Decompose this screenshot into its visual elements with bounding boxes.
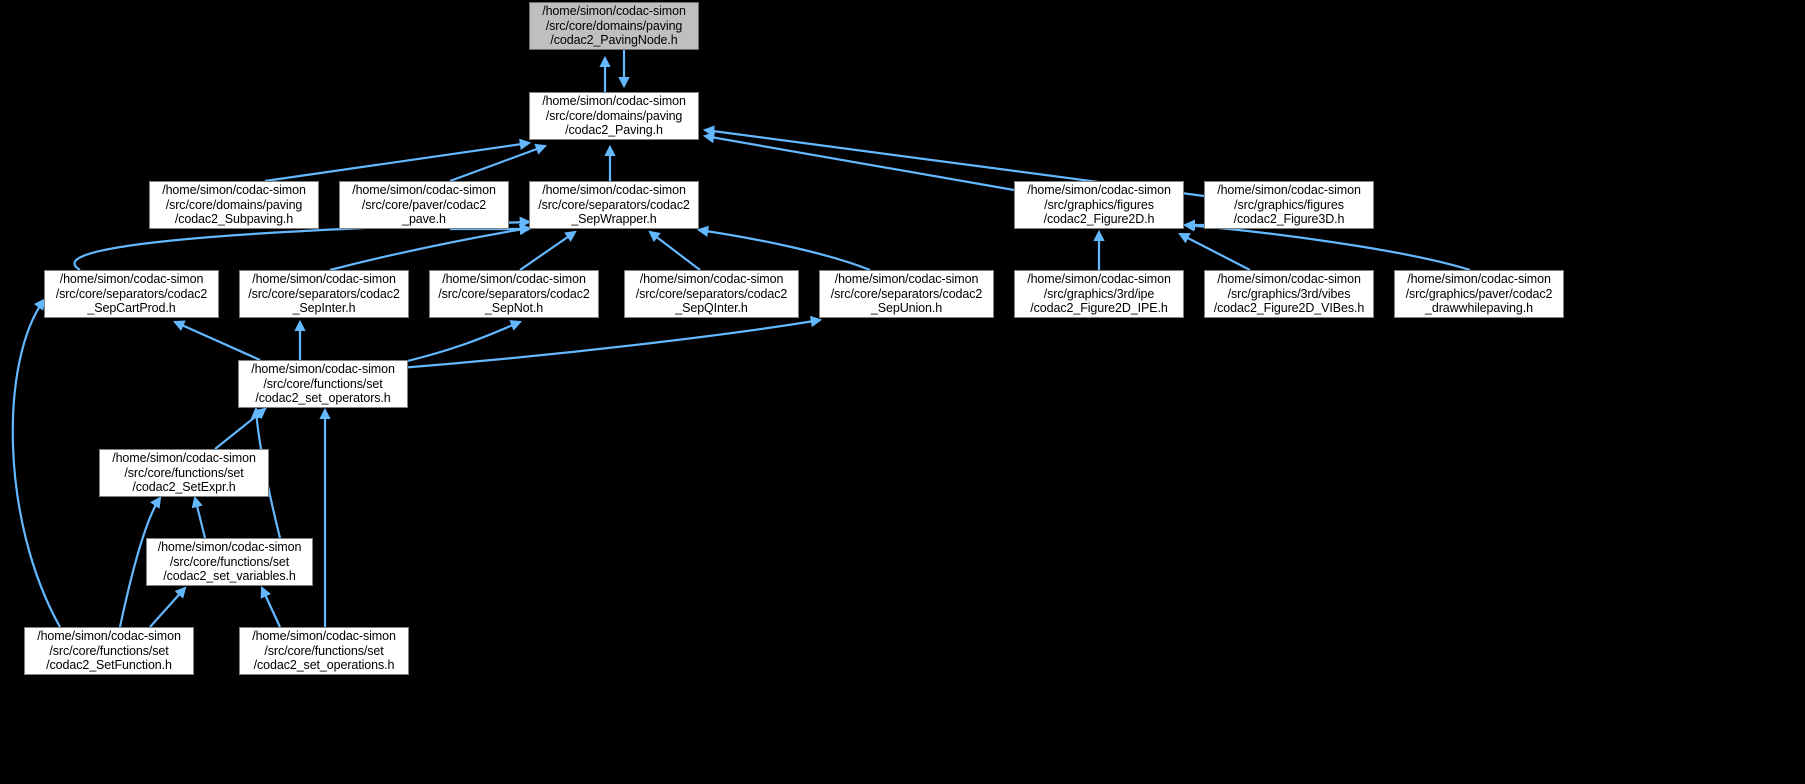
node-label-line: /home/simon/codac-simon xyxy=(639,272,784,287)
node-label-line: /src/core/separators/codac2 xyxy=(438,286,590,301)
node-label-line: _SepUnion.h xyxy=(870,301,943,316)
node-label-line: /home/simon/codac-simon xyxy=(1027,272,1171,287)
node-label-line: /home/simon/codac-simon xyxy=(442,272,586,287)
node-label-line: _SepQInter.h xyxy=(675,301,748,316)
node-label-line: /src/graphics/3rd/ipe xyxy=(1043,286,1155,301)
node-label-line: /home/simon/codac-simon xyxy=(542,4,686,19)
edge-sepcartprod-to-sepwrapper xyxy=(73,216,532,271)
node-label-line: /codac2_Figure2D_VIBes.h xyxy=(1213,301,1365,316)
graph-node-sep_qinter[interactable]: /home/simon/codac-simon/src/core/separat… xyxy=(624,270,799,318)
node-label-line: /src/core/domains/paving xyxy=(165,197,303,212)
edge-setvariables-to-setexpr xyxy=(191,495,207,539)
graph-node-sep_inter[interactable]: /home/simon/codac-simon/src/core/separat… xyxy=(239,270,409,318)
node-label-line: /home/simon/codac-simon xyxy=(352,183,496,198)
edge-setfunction-to-sepcartprod xyxy=(11,298,61,628)
edge-setoperations-to-setvariables xyxy=(260,586,281,628)
node-label-line: _drawwhilepaving.h xyxy=(1425,301,1533,316)
node-label-line: /src/graphics/figures xyxy=(1234,197,1344,212)
graph-node-figure2d_ipe[interactable]: /home/simon/codac-simon/src/graphics/3rd… xyxy=(1014,270,1184,318)
node-label-line: /src/core/separators/codac2 xyxy=(248,286,400,301)
edge-setexpr-to-setoperators xyxy=(214,407,267,450)
node-label-line: /home/simon/codac-simon xyxy=(251,362,395,377)
node-label-line: /src/core/separators/codac2 xyxy=(635,286,788,301)
node-label-line: /codac2_SetExpr.h xyxy=(132,480,236,495)
edge-sepqinter-to-sepwrapper xyxy=(648,230,701,271)
edge-setoperators-to-sepnot xyxy=(389,320,523,367)
edge-figure2d-to-paving xyxy=(702,131,1015,192)
node-label-line: _SepCartProd.h xyxy=(87,301,176,316)
edge-figure2dvibes-to-figure2d xyxy=(1178,232,1251,271)
graph-node-set_variables[interactable]: /home/simon/codac-simon/src/core/functio… xyxy=(146,538,313,586)
graph-node-sep_not[interactable]: /home/simon/codac-simon/src/core/separat… xyxy=(429,270,599,318)
graph-node-set_operations[interactable]: /home/simon/codac-simon/src/core/functio… xyxy=(239,627,409,675)
graph-node-set_function[interactable]: /home/simon/codac-simon/src/core/functio… xyxy=(24,627,194,675)
node-label-line: /src/core/domains/paving xyxy=(545,108,683,123)
node-label-line: /src/core/functions/set xyxy=(49,643,169,658)
edge-setoperators-to-sepcartprod xyxy=(172,320,261,362)
node-label-line: /codac2_Paving.h xyxy=(565,123,663,138)
graph-node-drawwhilepaving[interactable]: /home/simon/codac-simon/src/graphics/pav… xyxy=(1394,270,1564,318)
node-label-line: /src/core/functions/set xyxy=(263,376,383,391)
node-label-line: /src/core/separators/codac2 xyxy=(55,286,208,301)
node-label-line: /codac2_Figure2D.h xyxy=(1043,212,1155,227)
graph-node-pave[interactable]: /home/simon/codac-simon/src/core/paver/c… xyxy=(339,181,509,229)
node-label-line: /codac2_Figure3D.h xyxy=(1233,212,1345,227)
edge-subpaving-to-paving xyxy=(264,138,532,183)
node-label-line: /src/core/separators/codac2 xyxy=(830,286,983,301)
node-label-line: /src/core/domains/paving xyxy=(545,18,683,33)
node-label-line: /src/graphics/3rd/vibes xyxy=(1227,286,1351,301)
edge-sepunion-to-sepwrapper xyxy=(696,225,871,272)
node-label-line: /codac2_PavingNode.h xyxy=(550,33,678,48)
node-label-line: /codac2_Subpaving.h xyxy=(174,212,294,227)
node-label-line: /src/core/functions/set xyxy=(264,643,384,658)
node-label-line: /home/simon/codac-simon xyxy=(252,629,396,644)
node-label-line: /src/graphics/figures xyxy=(1044,197,1154,212)
edge-pave-to-paving xyxy=(449,143,548,183)
node-label-line: /home/simon/codac-simon xyxy=(37,629,181,644)
edge-drawwhilepaving-to-figure2d xyxy=(1182,220,1471,272)
node-label-line: /src/core/separators/codac2 xyxy=(538,197,690,212)
node-label-line: /src/core/functions/set xyxy=(124,465,244,480)
graph-node-sep_wrapper[interactable]: /home/simon/codac-simon/src/core/separat… xyxy=(529,181,699,229)
node-label-line: /src/graphics/paver/codac2 xyxy=(1405,286,1553,301)
node-label-line: /src/core/functions/set xyxy=(169,554,290,569)
edge-sepnot-to-sepwrapper xyxy=(519,230,577,271)
graph-node-figure3d[interactable]: /home/simon/codac-simon/src/graphics/fig… xyxy=(1204,181,1374,229)
node-label-line: /home/simon/codac-simon xyxy=(542,183,686,198)
node-label-line: _SepInter.h xyxy=(292,301,356,316)
node-label-line: /codac2_SetFunction.h xyxy=(46,658,172,673)
edge-setoperators-to-sepunion xyxy=(399,315,823,370)
graph-node-sep_union[interactable]: /home/simon/codac-simon/src/core/separat… xyxy=(819,270,994,318)
graph-node-paving[interactable]: /home/simon/codac-simon/src/core/domains… xyxy=(529,92,699,140)
node-label-line: /codac2_Figure2D_IPE.h xyxy=(1030,301,1168,316)
node-label-line: /src/core/paver/codac2 xyxy=(361,197,487,212)
node-label-line: _SepNot.h xyxy=(484,301,544,316)
graph-node-sep_cartprod[interactable]: /home/simon/codac-simon/src/core/separat… xyxy=(44,270,219,318)
graph-node-set_expr[interactable]: /home/simon/codac-simon/src/core/functio… xyxy=(99,449,269,497)
node-label-line: /codac2_set_operators.h xyxy=(255,391,391,406)
node-label-line: /home/simon/codac-simon xyxy=(59,272,204,287)
node-label-line: /codac2_set_variables.h xyxy=(163,569,296,584)
node-label-line: /home/simon/codac-simon xyxy=(542,94,686,109)
edge-setfunction-to-setvariables xyxy=(149,586,187,628)
graph-node-paving_node[interactable]: /home/simon/codac-simon/src/core/domains… xyxy=(529,2,699,50)
node-label-line: /home/simon/codac-simon xyxy=(112,451,256,466)
edge-sepinter-to-sepwrapper xyxy=(329,223,532,272)
node-label-line: /home/simon/codac-simon xyxy=(1217,183,1361,198)
node-label-line: /home/simon/codac-simon xyxy=(834,272,979,287)
graph-node-figure2d_vibes[interactable]: /home/simon/codac-simon/src/graphics/3rd… xyxy=(1204,270,1374,318)
node-label-line: /home/simon/codac-simon xyxy=(252,272,396,287)
node-label-line: /home/simon/codac-simon xyxy=(1217,272,1361,287)
graph-node-figure2d[interactable]: /home/simon/codac-simon/src/graphics/fig… xyxy=(1014,181,1184,229)
graph-node-set_operators[interactable]: /home/simon/codac-simon/src/core/functio… xyxy=(238,360,408,408)
node-label-line: _pave.h xyxy=(402,212,446,227)
node-label-line: /home/simon/codac-simon xyxy=(1407,272,1551,287)
node-label-line: _SepWrapper.h xyxy=(571,212,657,227)
node-label-line: /home/simon/codac-simon xyxy=(162,183,306,198)
node-label-line: /home/simon/codac-simon xyxy=(157,540,302,555)
node-label-line: /codac2_set_operations.h xyxy=(253,658,395,673)
node-label-line: /home/simon/codac-simon xyxy=(1027,183,1171,198)
graph-node-subpaving[interactable]: /home/simon/codac-simon/src/core/domains… xyxy=(149,181,319,229)
